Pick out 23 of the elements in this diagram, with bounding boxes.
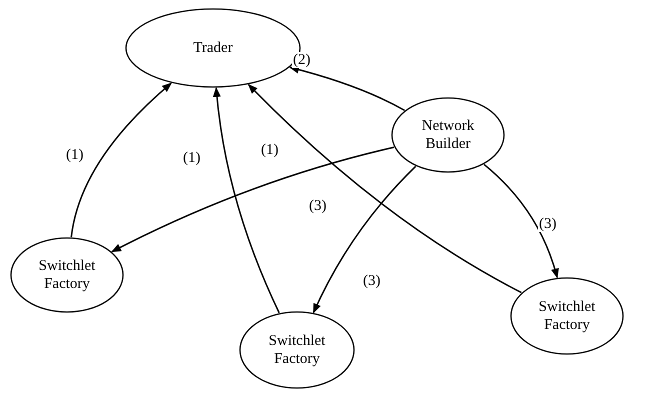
- edge-label: (1): [65, 147, 84, 163]
- ellipse-node: [510, 277, 624, 355]
- edge-label: (3): [362, 273, 382, 289]
- ellipse-node: [391, 97, 505, 173]
- node-label: Network Builder: [420, 117, 476, 153]
- edge-label: (1): [182, 150, 202, 166]
- arrow: [312, 166, 416, 314]
- edge-label: (3): [308, 198, 328, 214]
- arrow: [289, 66, 405, 111]
- node-label: Switchlet Factory: [268, 332, 326, 368]
- edge-label: (2): [292, 52, 312, 68]
- arrow: [70, 82, 172, 238]
- edge-label: (3): [538, 216, 558, 232]
- arrow: [484, 164, 559, 279]
- node-label: Trader: [193, 39, 233, 57]
- arrow: [111, 146, 394, 252]
- arrow: [248, 84, 522, 294]
- node-label: Switchlet Factory: [538, 298, 596, 334]
- arrow: [213, 86, 280, 314]
- ellipse-node: [239, 311, 355, 389]
- edge-label: (1): [260, 142, 280, 158]
- node-label: Switchlet Factory: [38, 257, 96, 293]
- ellipse-node: [10, 237, 124, 313]
